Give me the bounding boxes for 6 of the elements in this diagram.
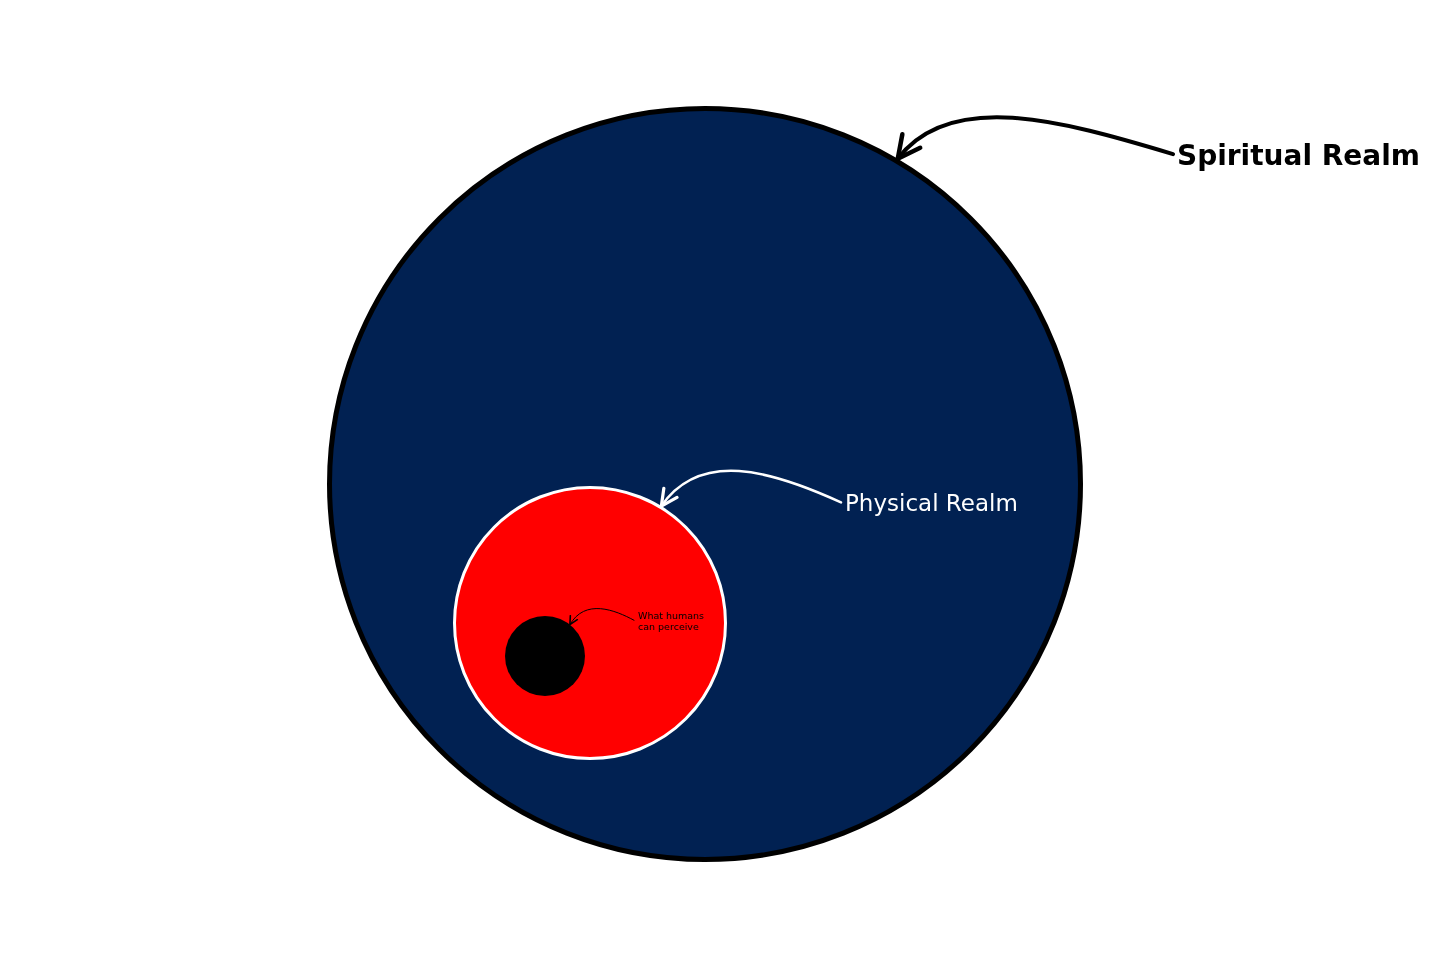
curved-arrow [895, 115, 1175, 162]
curved-arrow [659, 469, 843, 508]
curved-arrow [569, 608, 635, 626]
region-label: Physical Realm [845, 490, 1055, 518]
region-label: Spiritual Realm [1177, 139, 1437, 173]
region-label: What humans can perceive [638, 610, 718, 633]
